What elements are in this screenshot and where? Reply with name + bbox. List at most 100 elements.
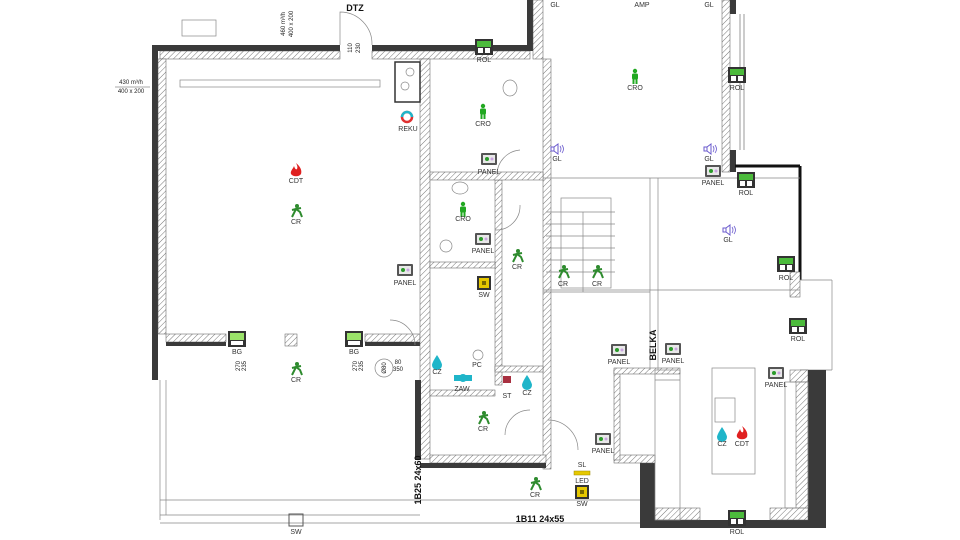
st-label: ST [503, 393, 513, 400]
duct-350: 350 [393, 367, 404, 373]
bg-1[interactable]: BG [228, 331, 246, 356]
bg-2[interactable]: BG [345, 331, 363, 356]
sl[interactable]: SL [578, 462, 587, 469]
reku-icon[interactable]: REKU [398, 110, 418, 133]
gl-4[interactable]: GL [703, 143, 717, 163]
gl-1[interactable]: GL [550, 2, 559, 9]
reku-label: REKU [398, 126, 417, 133]
cdt-2[interactable]: CDT [735, 426, 750, 448]
window1-h: 235 [242, 360, 248, 371]
cro-label: CRO [475, 121, 491, 128]
rol-3[interactable]: ROL [777, 256, 795, 282]
cro-2[interactable]: CRO [455, 201, 471, 223]
cr-label: CR [291, 219, 301, 226]
cr-label: CR [478, 426, 488, 433]
zaw[interactable]: ZAW [454, 374, 472, 393]
panel-label: PANEL [478, 169, 501, 176]
walls [152, 0, 833, 528]
sw-label: SW [576, 501, 588, 508]
window2-h: 235 [359, 360, 365, 371]
sw-label: SW [290, 529, 302, 536]
cr-5[interactable]: CR [530, 476, 542, 499]
rol-5[interactable]: ROL [728, 510, 746, 536]
amp-label: AMP [634, 2, 650, 9]
rol-label: ROL [739, 190, 754, 197]
rol-1[interactable]: ROL [728, 67, 746, 92]
sw-2[interactable]: SW [575, 485, 589, 508]
gl-label: GL [723, 237, 732, 244]
cz-2[interactable]: CZ [522, 375, 532, 397]
panel-4[interactable]: PANEL [592, 433, 615, 455]
cz-1[interactable]: CZ [432, 355, 442, 376]
panel-3[interactable]: PANEL [394, 264, 417, 287]
vent1-size: 400 x 200 [289, 10, 295, 37]
cdt-label: CDT [289, 178, 304, 185]
cr-6[interactable]: CR [558, 264, 570, 288]
cr-label: CR [512, 264, 522, 271]
door-width: 110 [348, 43, 354, 53]
rol-label: ROL [779, 275, 794, 282]
belka-label: BELKA [648, 329, 658, 360]
cr-3[interactable]: CR [291, 361, 303, 384]
panel-label: PANEL [702, 180, 725, 187]
rol-label: ROL [730, 529, 745, 536]
cz-label: CZ [432, 369, 442, 376]
sw-3[interactable]: SW [288, 513, 304, 536]
panel-6[interactable]: PANEL [608, 344, 631, 366]
led-label: LED [575, 478, 589, 485]
bg-label: BG [232, 349, 242, 356]
cro-3[interactable]: CRO [627, 68, 643, 92]
panel-8[interactable]: PANEL [765, 367, 788, 389]
gl-2[interactable]: GL [704, 2, 713, 9]
cr-1[interactable]: CR [291, 203, 303, 226]
gl-label: GL [704, 156, 713, 163]
cdt-1[interactable]: CDT [289, 163, 304, 185]
gl-label: GL [550, 2, 559, 9]
sw-label: SW [478, 292, 490, 299]
window2-w: 270 [353, 360, 359, 371]
cro-label: CRO [455, 216, 471, 223]
amp[interactable]: AMP [634, 2, 650, 9]
gl-3[interactable]: GL [550, 143, 564, 163]
panel-5[interactable]: PANEL [702, 165, 725, 187]
cz-3[interactable]: CZ [717, 427, 727, 448]
cro-1[interactable]: CRO [475, 103, 491, 128]
led[interactable]: LED [573, 470, 591, 485]
panel-label: PANEL [394, 280, 417, 287]
beam-horizontal-label: 1B11 24x55 [516, 514, 565, 524]
panel-1[interactable]: PANEL [478, 153, 501, 176]
gl-5[interactable]: GL [722, 224, 736, 244]
cro-label: CRO [627, 85, 643, 92]
rol-label: ROL [477, 57, 492, 64]
panel-label: PANEL [592, 448, 615, 455]
cz-label: CZ [522, 390, 532, 397]
duct-diameter: Ø80 [382, 362, 388, 374]
zaw-label: ZAW [454, 386, 470, 393]
cr-label: CR [558, 281, 568, 288]
vent2-size: 400 x 200 [118, 89, 145, 95]
st[interactable]: ST [503, 376, 513, 400]
cdt-label: CDT [735, 441, 750, 448]
dtz-label: DTZ [346, 3, 364, 13]
rol-2[interactable]: ROL [737, 172, 755, 197]
symbols: ROL CRO REKU CDT CR PANEL CRO PANEL CR S… [228, 2, 807, 536]
panel-label: PANEL [662, 358, 685, 365]
duct-80: 80 [395, 360, 402, 366]
sw-1[interactable]: SW [477, 276, 491, 299]
rol-top[interactable]: ROL [475, 39, 493, 64]
rol-4[interactable]: ROL [789, 318, 807, 343]
door-height: 230 [356, 42, 362, 53]
panel-7[interactable]: PANEL [662, 343, 685, 365]
annotations: DTZ 110 230 460 m³/h 400 x 200 430 m³/h … [115, 3, 658, 524]
cz-label: CZ [717, 441, 727, 448]
bg-label: BG [349, 349, 359, 356]
kitchen-island [711, 367, 756, 475]
cr-2[interactable]: CR [512, 248, 524, 271]
panel-2[interactable]: PANEL [472, 233, 495, 255]
cr-4[interactable]: CR [478, 410, 490, 433]
cr-7[interactable]: CR [592, 264, 604, 288]
pc[interactable]: PC [472, 349, 484, 369]
cr-label: CR [530, 492, 540, 499]
vent2-flow: 430 m³/h [119, 80, 143, 86]
